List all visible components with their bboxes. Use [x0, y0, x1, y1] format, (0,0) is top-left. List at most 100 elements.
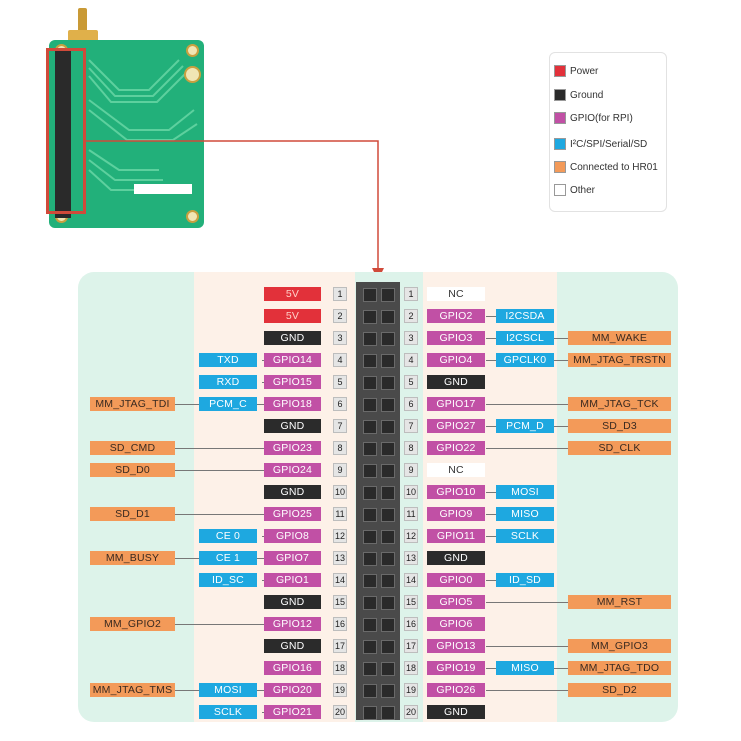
function-label-right: MISO — [496, 507, 554, 521]
header-pin — [381, 574, 395, 588]
function-label-left: RXD — [199, 375, 257, 389]
pin-label-left: GPIO14 — [264, 353, 321, 367]
header-pin — [363, 310, 377, 324]
header-pin — [363, 596, 377, 610]
pin-number-right: 14 — [404, 573, 418, 587]
pin-label-left: GND — [264, 331, 321, 345]
header-pin — [381, 332, 395, 346]
hr01-label-right: SD_D3 — [568, 419, 671, 433]
legend-item-power: Power — [554, 64, 598, 78]
connector-line — [486, 646, 568, 647]
pin-number-left: 9 — [333, 463, 347, 477]
function-label-left: PCM_C — [199, 397, 257, 411]
pin-label-left: GPIO20 — [264, 683, 321, 697]
mount-hole-icon — [186, 210, 199, 223]
connector-line — [486, 316, 496, 317]
pin-number-right: 4 — [404, 353, 418, 367]
function-label-right: MISO — [496, 661, 554, 675]
header-pin — [363, 508, 377, 522]
pin-number-right: 15 — [404, 595, 418, 609]
pin-label-right: NC — [427, 463, 485, 477]
connector-line — [486, 448, 568, 449]
hr01-label-right: MM_WAKE — [568, 331, 671, 345]
pin-label-left: GND — [264, 595, 321, 609]
connector-line — [486, 404, 568, 405]
function-label-right: I2CSCL — [496, 331, 554, 345]
hr01-label-right: MM_JTAG_TCK — [568, 397, 671, 411]
connector-line — [262, 712, 264, 713]
header-pin — [381, 508, 395, 522]
pin-label-left: GPIO15 — [264, 375, 321, 389]
function-label-right: MOSI — [496, 485, 554, 499]
legend-label: Ground — [570, 89, 604, 101]
pin-number-right: 16 — [404, 617, 418, 631]
header-pin — [363, 530, 377, 544]
pin-number-right: 9 — [404, 463, 418, 477]
pin-header — [356, 282, 400, 720]
connector-line — [486, 602, 568, 603]
pin-label-right: GND — [427, 375, 485, 389]
connector-line — [174, 470, 264, 471]
pin-number-left: 14 — [333, 573, 347, 587]
function-label-left: SCLK — [199, 705, 257, 719]
legend-swatch — [554, 112, 566, 124]
function-label-right: ID_SD — [496, 573, 554, 587]
header-pin — [363, 442, 377, 456]
header-pin — [363, 552, 377, 566]
header-pin — [381, 552, 395, 566]
header-pin — [363, 662, 377, 676]
pin-label-left: GPIO12 — [264, 617, 321, 631]
header-pin — [363, 420, 377, 434]
pin-label-right: GPIO19 — [427, 661, 485, 675]
hr01-label-right: MM_JTAG_TRSTN — [568, 353, 671, 367]
header-pin — [363, 398, 377, 412]
legend-label: GPIO(for RPI) — [570, 112, 633, 124]
legend-swatch — [554, 65, 566, 77]
hr01-label-left: MM_JTAG_TDI — [90, 397, 175, 411]
legend-item-gpio: GPIO(for RPI) — [554, 111, 633, 125]
legend-label: I²C/SPI/Serial/SD — [570, 138, 648, 150]
header-pin — [381, 618, 395, 632]
pin-label-right: GPIO17 — [427, 397, 485, 411]
hr01-label-right: SD_D2 — [568, 683, 671, 697]
pin-number-left: 16 — [333, 617, 347, 631]
header-pin — [381, 420, 395, 434]
pin-number-left: 11 — [333, 507, 347, 521]
pin-label-right: NC — [427, 287, 485, 301]
pin-label-left: GPIO25 — [264, 507, 321, 521]
header-pin — [363, 288, 377, 302]
pin-number-right: 20 — [404, 705, 418, 719]
header-pin — [363, 354, 377, 368]
header-pin — [381, 596, 395, 610]
legend-swatch — [554, 138, 566, 150]
pin-number-left: 3 — [333, 331, 347, 345]
connector-line — [262, 382, 264, 383]
pin-number-right: 19 — [404, 683, 418, 697]
header-pin — [381, 354, 395, 368]
pin-number-left: 12 — [333, 529, 347, 543]
connector-line — [174, 448, 264, 449]
hr01-label-left: MM_JTAG_TMS — [90, 683, 175, 697]
pin-label-left: GPIO18 — [264, 397, 321, 411]
pin-number-left: 17 — [333, 639, 347, 653]
hr01-label-left: SD_CMD — [90, 441, 175, 455]
function-label-right: SCLK — [496, 529, 554, 543]
pin-label-right: GPIO5 — [427, 595, 485, 609]
pin-number-left: 7 — [333, 419, 347, 433]
connector-line — [486, 536, 496, 537]
pin-number-right: 11 — [404, 507, 418, 521]
pin-number-right: 13 — [404, 551, 418, 565]
pin-number-left: 2 — [333, 309, 347, 323]
hr01-label-left: SD_D0 — [90, 463, 175, 477]
function-label-right: PCM_D — [496, 419, 554, 433]
pin-number-left: 10 — [333, 485, 347, 499]
pin-label-right: GPIO13 — [427, 639, 485, 653]
header-pin — [381, 310, 395, 324]
pin-label-right: GND — [427, 705, 485, 719]
header-pin — [363, 706, 377, 720]
connector-line — [262, 580, 264, 581]
hr01-label-left: MM_BUSY — [90, 551, 175, 565]
pin-label-right: GPIO10 — [427, 485, 485, 499]
header-pin — [381, 706, 395, 720]
header-pin — [381, 442, 395, 456]
